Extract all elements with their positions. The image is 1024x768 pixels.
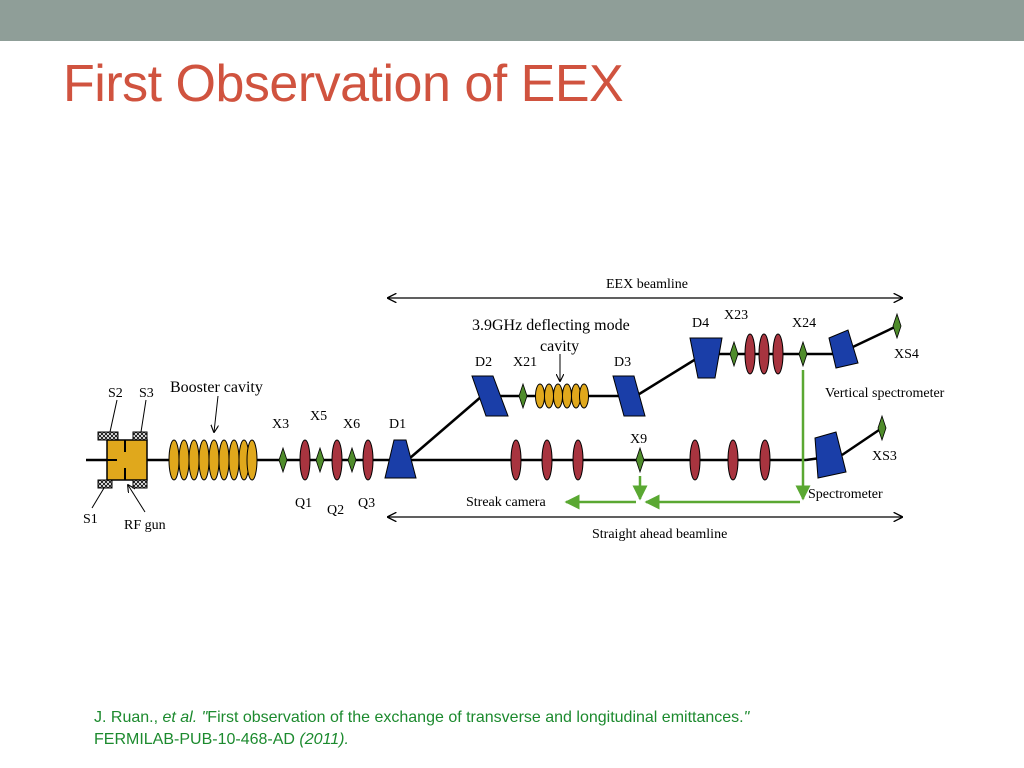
quad-straight-4 — [689, 439, 701, 481]
booster-cavity-label: Booster cavity — [170, 379, 263, 396]
streak-camera-label: Streak camera — [466, 495, 546, 510]
dipole-d4 — [689, 337, 723, 379]
screen-x21 — [518, 382, 528, 410]
booster-cavity-leader — [214, 395, 218, 432]
d3-label: D3 — [614, 355, 631, 370]
quad-straight-3 — [572, 439, 584, 481]
d4-label: D4 — [692, 316, 709, 331]
dipole-d1 — [384, 439, 417, 479]
screen-xs3 — [877, 414, 887, 442]
q1-label: Q1 — [295, 496, 312, 511]
quad-q3 — [362, 439, 374, 481]
rf-gun-leader — [128, 485, 146, 513]
solenoid-s1 — [97, 479, 113, 489]
quad-straight-2 — [541, 439, 553, 481]
rf-gun-label: RF gun — [124, 518, 166, 533]
screen-xs4 — [892, 312, 902, 340]
q3-label: Q3 — [358, 496, 375, 511]
x5-label: X5 — [310, 409, 327, 424]
quad-straight-1 — [510, 439, 522, 481]
x3-label: X3 — [272, 417, 289, 432]
deflecting-cavity-label-line1: 3.9GHz deflecting mode — [472, 317, 630, 334]
quad-q1 — [299, 439, 311, 481]
d2-label: D2 — [475, 355, 492, 370]
quad-straight-6 — [759, 439, 771, 481]
deflecting-cavity-label-line2: cavity — [540, 338, 579, 355]
x21-label: X21 — [513, 355, 537, 370]
solenoid-s1b — [132, 479, 148, 489]
xs4-label: XS4 — [894, 347, 919, 362]
straight-ahead-beamline-label: Straight ahead beamline — [592, 527, 727, 542]
screen-x24 — [798, 340, 808, 368]
quad-eex-2 — [758, 333, 770, 375]
slide-title: First Observation of EEX — [63, 55, 624, 113]
screen-x3 — [278, 446, 288, 474]
vertical-spectrometer-label: Vertical spectrometer — [825, 386, 945, 401]
spectrometer-label: Spectrometer — [808, 487, 883, 502]
s1-leader — [91, 487, 105, 509]
xs3-label: XS3 — [872, 449, 897, 464]
s3-label: S3 — [139, 386, 154, 401]
q2-label: Q2 — [327, 503, 344, 518]
dogleg-up-path — [409, 395, 483, 459]
booster-cavity — [168, 439, 258, 481]
screen-x23 — [729, 340, 739, 368]
quad-straight-5 — [727, 439, 739, 481]
screen-x5 — [315, 446, 325, 474]
citation-etal: et al. " — [162, 709, 208, 726]
citation-authors: J. Ruan., — [94, 709, 163, 726]
citation-year: (2011). — [299, 731, 349, 748]
x24-label: X24 — [792, 316, 816, 331]
header-bar — [0, 0, 1024, 41]
vertical-spectrometer-magnet — [828, 329, 859, 369]
s2-label: S2 — [108, 386, 123, 401]
screen-x6 — [347, 446, 357, 474]
citation-paper-title: First observation of the exchange of tra… — [207, 709, 744, 726]
quad-q2 — [331, 439, 343, 481]
dogleg-return-path — [635, 352, 705, 398]
x23-label: X23 — [724, 308, 748, 323]
deflecting-mode-cavity — [535, 383, 589, 409]
streak-camera-paths — [564, 370, 811, 510]
quadrupoles — [299, 333, 784, 481]
dipole-d2 — [471, 375, 509, 417]
x9-label: X9 — [630, 432, 647, 447]
quad-eex-1 — [744, 333, 756, 375]
solenoid-s2 — [97, 431, 119, 441]
d1-label: D1 — [389, 417, 406, 432]
citation-report: FERMILAB-PUB-10-468-AD — [94, 731, 300, 748]
quad-eex-3 — [772, 333, 784, 375]
solenoid-s3 — [132, 431, 148, 441]
s1-label: S1 — [83, 512, 98, 527]
citation-close-quote: " — [743, 709, 750, 726]
spectrometer-magnet — [814, 431, 847, 479]
dipole-d3 — [612, 375, 646, 417]
s3-leader — [140, 399, 147, 433]
x6-label: X6 — [343, 417, 360, 432]
s2-leader — [109, 399, 118, 433]
citation: J. Ruan., et al. "First observation of t… — [94, 707, 974, 751]
screen-x9 — [635, 446, 645, 474]
eex-beamline-label: EEX beamline — [606, 277, 688, 292]
xs3-path — [841, 426, 883, 457]
